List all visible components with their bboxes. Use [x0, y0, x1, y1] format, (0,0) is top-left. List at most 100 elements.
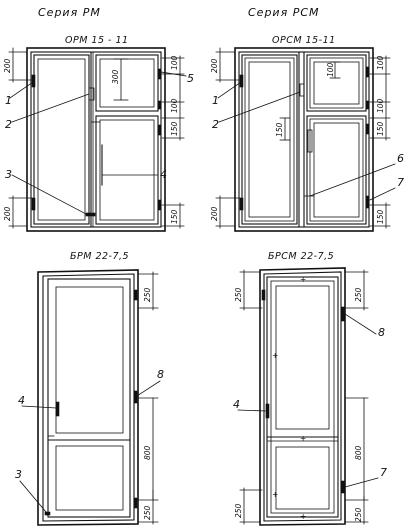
brsm-leader-8 — [344, 313, 377, 335]
orm-callout-2: 2 — [5, 118, 12, 131]
orm-leader-5 — [160, 71, 187, 77]
orm-right-top-sash — [95, 54, 159, 112]
orm-leader-1 — [9, 81, 34, 99]
brsm-cross-top: + — [300, 275, 306, 284]
orsm-left-sash-inner — [244, 57, 295, 222]
brm-callout-4: 4 — [18, 394, 25, 407]
orm-frame-inner — [30, 51, 162, 228]
brsm-frame-inner — [263, 271, 342, 522]
orsm-right-top-inner — [309, 57, 364, 109]
brm-handle-4 — [55, 401, 60, 417]
orsm-leader-7 — [369, 187, 396, 201]
drawing-title-brsm: БРСМ 22-7,5 — [268, 251, 334, 262]
orsm-right-top-sash — [306, 54, 367, 112]
brsm-lower-glass — [275, 446, 330, 510]
orsm-hinge-r2 — [365, 100, 370, 110]
orm-hinge-5d — [157, 199, 162, 211]
orm-dim-100-a: 100 — [170, 55, 179, 70]
brm-callout-3: 3 — [15, 468, 22, 481]
orsm-dim-200-top: 200 — [210, 58, 219, 73]
orm-callout-1: 1 — [5, 94, 12, 107]
drawing-brsm-22-7-5: БРСМ 22-7,5 + + + + + 250 250 80 — [233, 251, 387, 526]
orsm-leader-6 — [309, 163, 396, 197]
brm-callout-8: 8 — [157, 368, 164, 381]
brsm-cross-mid: + — [300, 434, 306, 443]
drawing-orm-15-11: ОРМ 15 - 11 200 — [3, 35, 194, 232]
orsm-right-bottom-glass — [313, 122, 360, 218]
orsm-hinge-2 — [239, 197, 244, 211]
orsm-left-glass — [248, 61, 291, 218]
drawing-title-brm: БРМ 22-7,5 — [70, 251, 129, 262]
orsm-handle-2 — [299, 83, 305, 97]
orm-dim-150-b: 150 — [170, 209, 179, 224]
brm-frame-outer — [37, 269, 139, 526]
brsm-dim-250-lt: 250 — [234, 287, 243, 302]
orm-callout-4: 4 — [160, 168, 167, 181]
orsm-hinge-r4 — [365, 195, 370, 209]
orsm-callout-7: 7 — [397, 176, 404, 189]
orsm-hinge-r3 — [365, 123, 370, 135]
brsm-cross-bottom: + — [300, 512, 306, 521]
series-label-rm: Серия РМ — [38, 6, 101, 19]
orm-frame-outer — [26, 47, 166, 232]
orm-left-sash — [33, 54, 90, 225]
orsm-dim-100-r: 100 — [376, 55, 385, 70]
orm-dim-100-b: 100 — [170, 98, 179, 113]
orsm-leader-1 — [217, 81, 242, 99]
orsm-right-bottom-sash — [306, 115, 367, 225]
drawing-title-orsm: ОРСМ 15-11 — [272, 35, 336, 46]
orsm-right-top-glass — [313, 61, 360, 105]
brm-leader-4 — [21, 405, 57, 409]
brsm-leader-4 — [237, 409, 267, 412]
orsm-dim-100-mid: 100 — [376, 98, 385, 113]
orm-dim-300: 300 — [111, 69, 120, 84]
orsm-callout-2: 2 — [212, 118, 219, 131]
brm-dim-800: 800 — [143, 445, 152, 460]
orm-dim-150-a: 150 — [170, 121, 179, 136]
orsm-left-sash-outer — [241, 54, 298, 225]
brm-leader-3 — [19, 480, 47, 513]
brm-dim-250-top: 250 — [143, 287, 152, 302]
orm-dim-200-bottom: 200 — [3, 206, 12, 221]
brm-hinge-8 — [133, 390, 138, 404]
brm-hinge-top — [133, 289, 138, 301]
orm-left-glass — [37, 58, 86, 221]
orm-latch-3 — [85, 212, 96, 217]
brsm-leaf-outer — [266, 276, 339, 518]
orm-leader-2 — [11, 93, 90, 123]
orsm-dim-150-inner: 150 — [275, 122, 284, 137]
brsm-dim-800: 800 — [354, 445, 363, 460]
brsm-handle-4 — [265, 403, 270, 419]
orsm-hinge-1 — [239, 74, 244, 88]
brm-lower-glass — [55, 445, 124, 511]
orsm-handle-b — [307, 129, 313, 153]
orsm-dim-200-bottom: 200 — [210, 206, 219, 221]
drawing-brm-22-7-5: БРМ 22-7,5 250 800 250 4 — [15, 251, 164, 526]
orsm-callout-6: 6 — [397, 152, 404, 165]
orsm-frame-outer — [234, 47, 374, 232]
orsm-callout-1: 1 — [212, 94, 219, 107]
brsm-hinge-7 — [340, 480, 346, 494]
brsm-dim-250-rb: 250 — [354, 507, 363, 522]
brm-hinge-bottom — [133, 497, 138, 509]
orm-right-bottom-sash — [95, 115, 159, 225]
orsm-dim-100-inner: 100 — [326, 62, 335, 77]
brsm-cross-left: + — [272, 351, 278, 360]
brm-dim-250-bottom: 250 — [143, 505, 152, 520]
orm-hinge-5 — [157, 68, 162, 80]
brsm-upper-glass — [275, 285, 330, 430]
brsm-callout-8: 8 — [378, 326, 385, 339]
orm-dim-200-top: 200 — [3, 58, 12, 73]
orm-callout-3: 3 — [5, 168, 12, 181]
brsm-leaf-inner — [270, 280, 335, 514]
orm-hinge-1 — [31, 74, 36, 88]
brsm-frame-outer — [259, 267, 346, 526]
orm-leader-3 — [11, 174, 87, 215]
orm-hinge-5c — [157, 124, 162, 136]
brsm-hinge-left-top — [261, 289, 266, 301]
orm-hinge-5b — [157, 100, 162, 110]
brsm-dim-250-rt: 250 — [354, 287, 363, 302]
brm-leader-8 — [136, 380, 161, 397]
orm-callout-5: 5 — [187, 72, 194, 85]
